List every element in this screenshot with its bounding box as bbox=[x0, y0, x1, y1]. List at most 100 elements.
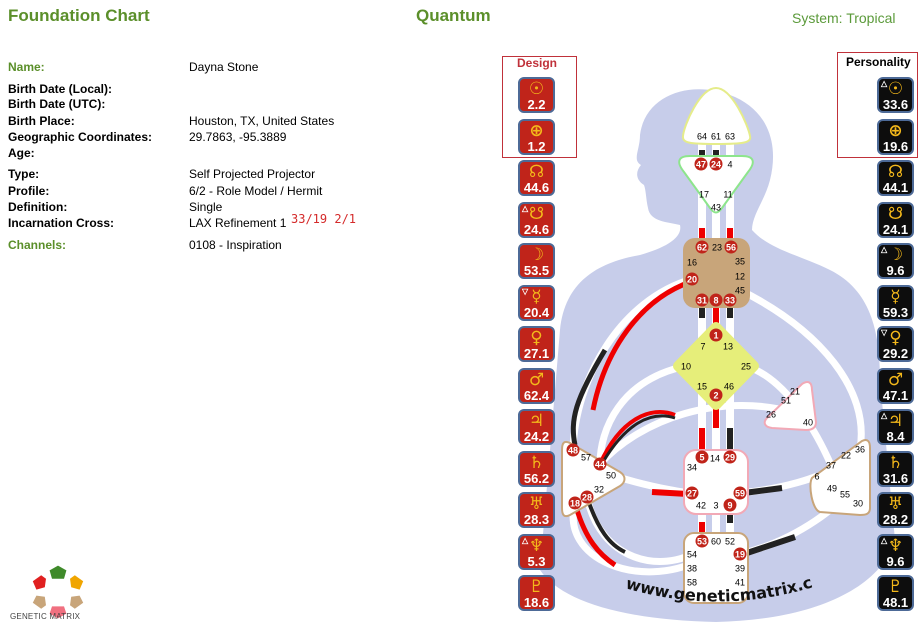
design-planet-north-node[interactable]: ☊44.6 bbox=[518, 160, 555, 196]
personality-planet-mercury[interactable]: ☿59.3 bbox=[877, 284, 914, 321]
gate-27[interactable]: 27 bbox=[687, 489, 697, 499]
neptune-icon: ♆ bbox=[887, 535, 904, 556]
personality-planet-moon[interactable]: △☽9.6 bbox=[877, 243, 914, 279]
gate-44[interactable]: 44 bbox=[595, 460, 605, 470]
design-planet-sun[interactable]: ☉2.2 bbox=[518, 77, 555, 113]
gate-13[interactable]: 13 bbox=[723, 342, 733, 352]
gate-39[interactable]: 39 bbox=[735, 564, 745, 574]
gate-15[interactable]: 15 bbox=[697, 382, 707, 392]
gate-35[interactable]: 35 bbox=[735, 257, 745, 267]
design-planet-neptune[interactable]: △♆5.3 bbox=[518, 533, 555, 570]
personality-planet-mars[interactable]: ♂47.1 bbox=[877, 367, 914, 404]
gate-10[interactable]: 10 bbox=[681, 362, 691, 372]
personality-planet-uranus[interactable]: ♅28.2 bbox=[877, 492, 914, 528]
active-gate-marker bbox=[709, 388, 723, 402]
gate-16[interactable]: 16 bbox=[687, 258, 697, 268]
personality-planet-saturn[interactable]: ♄31.6 bbox=[877, 450, 914, 487]
gate-17[interactable]: 17 bbox=[699, 190, 709, 200]
design-planet-pluto[interactable]: ♇18.6 bbox=[518, 575, 555, 611]
gate-26[interactable]: 26 bbox=[766, 410, 776, 420]
gate-8[interactable]: 8 bbox=[713, 296, 718, 306]
personality-planet-jupiter[interactable]: △♃8.4 bbox=[877, 409, 914, 445]
gate-41[interactable]: 41 bbox=[735, 578, 745, 588]
gate-14[interactable]: 14 bbox=[710, 454, 720, 464]
gate-52[interactable]: 52 bbox=[725, 537, 735, 547]
gate-12[interactable]: 12 bbox=[735, 272, 745, 282]
gate-60[interactable]: 60 bbox=[711, 537, 721, 547]
gate-51[interactable]: 51 bbox=[781, 396, 791, 406]
gate-1[interactable]: 1 bbox=[713, 331, 718, 341]
design-planet-jupiter[interactable]: ♃24.2 bbox=[518, 409, 555, 445]
gate-29[interactable]: 29 bbox=[725, 453, 735, 463]
active-gate-marker bbox=[685, 486, 699, 500]
gate-11[interactable]: 11 bbox=[723, 190, 732, 200]
gate-19[interactable]: 19 bbox=[735, 550, 745, 560]
gate-53[interactable]: 53 bbox=[697, 537, 707, 547]
gate-40[interactable]: 40 bbox=[803, 418, 813, 428]
personality-planet-venus[interactable]: ▽♀29.2 bbox=[877, 326, 914, 362]
planet-gate-value: 56.2 bbox=[523, 470, 550, 486]
gate-22[interactable]: 22 bbox=[841, 451, 851, 461]
gate-3[interactable]: 3 bbox=[713, 501, 718, 511]
design-planet-mars[interactable]: ♂62.4 bbox=[518, 367, 555, 404]
gate-55[interactable]: 55 bbox=[840, 490, 850, 500]
gate-43[interactable]: 43 bbox=[711, 203, 721, 213]
design-planet-moon[interactable]: ☽53.5 bbox=[518, 243, 555, 279]
personality-planet-neptune[interactable]: △♆9.6 bbox=[877, 533, 914, 570]
gate-32[interactable]: 32 bbox=[594, 485, 604, 495]
gate-36[interactable]: 36 bbox=[855, 445, 865, 455]
design-planet-mercury[interactable]: ▽☿20.4 bbox=[518, 284, 555, 321]
gate-20[interactable]: 20 bbox=[687, 275, 697, 285]
active-gate-marker bbox=[709, 157, 723, 171]
design-planet-south-node[interactable]: △☋24.6 bbox=[518, 201, 555, 238]
personality-planet-earth[interactable]: ⊕19.6 bbox=[877, 118, 914, 155]
gate-56[interactable]: 56 bbox=[726, 243, 736, 253]
gate-64[interactable]: 64 bbox=[697, 132, 707, 142]
gate-34[interactable]: 34 bbox=[687, 463, 697, 473]
gate-9[interactable]: 9 bbox=[727, 501, 732, 511]
arrow-up-icon: △ bbox=[881, 535, 888, 545]
design-planet-saturn[interactable]: ♄56.2 bbox=[518, 450, 555, 487]
gate-59[interactable]: 59 bbox=[735, 489, 745, 499]
gate-45[interactable]: 45 bbox=[735, 286, 745, 296]
gate-49[interactable]: 49 bbox=[827, 484, 837, 494]
gate-25[interactable]: 25 bbox=[741, 362, 751, 372]
gate-21[interactable]: 21 bbox=[790, 387, 800, 397]
gate-6[interactable]: 6 bbox=[814, 472, 819, 482]
gate-63[interactable]: 63 bbox=[725, 132, 735, 142]
design-planet-earth[interactable]: ⊕1.2 bbox=[518, 118, 555, 155]
gate-54[interactable]: 54 bbox=[687, 550, 697, 560]
gate-38[interactable]: 38 bbox=[687, 564, 697, 574]
personality-highlight-box bbox=[837, 52, 918, 158]
gate-57[interactable]: 57 bbox=[581, 453, 591, 463]
gate-58[interactable]: 58 bbox=[687, 578, 697, 588]
gate-30[interactable]: 30 bbox=[853, 499, 863, 509]
gate-42[interactable]: 42 bbox=[696, 501, 706, 511]
gate-24[interactable]: 24 bbox=[711, 160, 721, 170]
channel-activation bbox=[743, 485, 783, 496]
gate-61[interactable]: 61 bbox=[711, 132, 721, 142]
gate-18[interactable]: 18 bbox=[570, 499, 580, 509]
channel-activation bbox=[743, 534, 796, 557]
gate-7[interactable]: 7 bbox=[700, 342, 705, 352]
gate-2[interactable]: 2 bbox=[713, 391, 718, 401]
personality-planet-north-node[interactable]: ☊44.1 bbox=[877, 160, 914, 196]
gate-33[interactable]: 33 bbox=[725, 296, 735, 306]
personality-planet-south-node[interactable]: ☋24.1 bbox=[877, 201, 914, 238]
gate-4[interactable]: 4 bbox=[727, 160, 732, 170]
gate-50[interactable]: 50 bbox=[606, 471, 616, 481]
personality-planet-pluto[interactable]: ♇48.1 bbox=[877, 575, 914, 611]
gate-46[interactable]: 46 bbox=[724, 382, 734, 392]
design-planet-venus[interactable]: ♀27.1 bbox=[518, 326, 555, 362]
gate-28[interactable]: 28 bbox=[582, 493, 592, 503]
personality-planet-sun[interactable]: △☉33.6 bbox=[877, 77, 914, 113]
active-gate-marker bbox=[566, 443, 580, 457]
gate-5[interactable]: 5 bbox=[699, 453, 704, 463]
gate-62[interactable]: 62 bbox=[697, 243, 707, 253]
gate-48[interactable]: 48 bbox=[568, 446, 578, 456]
gate-23[interactable]: 23 bbox=[712, 243, 722, 253]
gate-47[interactable]: 47 bbox=[696, 160, 706, 170]
design-planet-uranus[interactable]: ♅28.3 bbox=[518, 492, 555, 528]
gate-31[interactable]: 31 bbox=[697, 296, 707, 306]
gate-37[interactable]: 37 bbox=[826, 461, 836, 471]
